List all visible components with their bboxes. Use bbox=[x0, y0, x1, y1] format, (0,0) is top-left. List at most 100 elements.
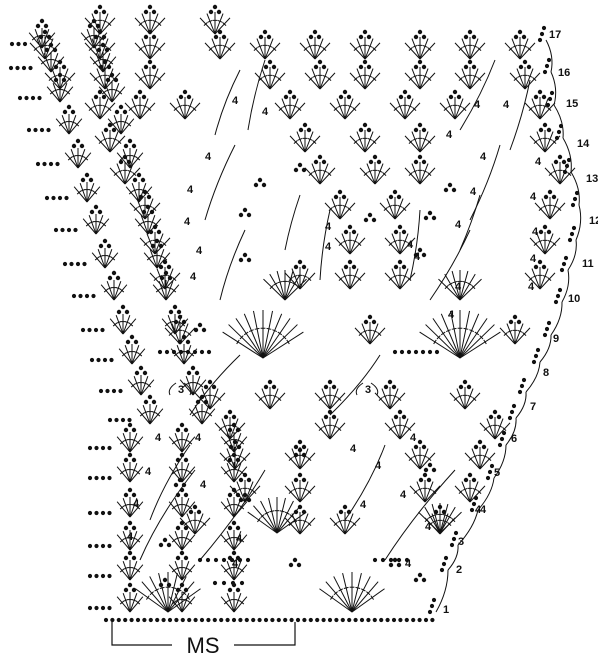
treble-stitch bbox=[130, 437, 143, 452]
picot-dot bbox=[259, 35, 263, 39]
picot-dot bbox=[468, 473, 472, 477]
picot-dot bbox=[209, 10, 213, 14]
treble-stitch bbox=[182, 565, 195, 580]
picot-dot bbox=[489, 415, 493, 419]
picot-dot bbox=[464, 65, 468, 69]
picot-dot bbox=[58, 73, 62, 77]
picot-dot bbox=[453, 90, 457, 94]
chain-arc bbox=[516, 392, 526, 418]
treble-stitch bbox=[229, 325, 263, 358]
treble-stitch bbox=[89, 215, 96, 234]
chain-stitch-dot bbox=[411, 618, 415, 622]
chain-stitch-dot bbox=[572, 226, 576, 230]
treble-stitch bbox=[460, 314, 479, 358]
chain-stitch-dot bbox=[88, 446, 92, 450]
chain-stitch-dot bbox=[567, 158, 571, 162]
chain-stitch-dot bbox=[63, 262, 67, 266]
chain-stitch-dot bbox=[198, 558, 202, 562]
picot-dot bbox=[189, 510, 193, 514]
picot-dot bbox=[224, 415, 228, 419]
treble-stitch bbox=[322, 389, 330, 409]
stitch-crossbar bbox=[267, 328, 272, 329]
treble-stitch bbox=[345, 99, 353, 119]
treble-stitch bbox=[185, 99, 193, 119]
picot-dot bbox=[124, 493, 128, 497]
picot-dot bbox=[218, 30, 222, 34]
chain-stitch-dot bbox=[264, 618, 268, 622]
chain-stitch-dot bbox=[354, 618, 358, 622]
treble-stitch bbox=[182, 597, 195, 612]
chain-stitch-dot bbox=[121, 418, 125, 422]
picot-dot bbox=[148, 60, 152, 64]
picot-dot bbox=[132, 588, 136, 592]
picot-dot bbox=[155, 239, 159, 243]
chain-stitch-dot bbox=[142, 618, 146, 622]
picot-dot bbox=[159, 543, 163, 547]
stitch-crossbar bbox=[475, 332, 479, 335]
stitch-fan bbox=[140, 232, 170, 254]
treble-stitch bbox=[412, 164, 420, 184]
stitch-fan bbox=[330, 97, 360, 119]
picot-dot bbox=[98, 30, 102, 34]
treble-stitch bbox=[357, 132, 365, 152]
stitch-crossbar bbox=[172, 587, 177, 588]
picot-dot bbox=[352, 265, 356, 269]
treble-stitch bbox=[169, 565, 182, 580]
small-stitch-fan bbox=[135, 214, 161, 234]
picot-dot bbox=[523, 60, 527, 64]
picot-dot bbox=[334, 195, 338, 199]
picot-dot bbox=[263, 30, 267, 34]
chain-stitch-dot bbox=[36, 162, 40, 166]
treble-stitch bbox=[60, 87, 73, 102]
picot-dot bbox=[176, 428, 180, 432]
row-number-15: 15 bbox=[566, 98, 578, 110]
chain-stitch-dot bbox=[33, 128, 37, 132]
treble-stitch bbox=[460, 325, 494, 358]
small-stitch-fan bbox=[117, 592, 143, 612]
chain-stitch-dot bbox=[168, 618, 172, 622]
picot-dot bbox=[294, 510, 298, 514]
picot-dot bbox=[297, 563, 301, 567]
stitch-fan bbox=[300, 37, 330, 59]
picot-dot bbox=[394, 415, 398, 419]
treble-stitch bbox=[132, 349, 145, 364]
chain-stitch-dot bbox=[518, 390, 522, 394]
stitch-fan bbox=[305, 67, 335, 89]
chain-stitch-dot bbox=[522, 378, 526, 382]
chain-count-label: 3 bbox=[178, 384, 184, 396]
row-number-9: 9 bbox=[553, 333, 559, 345]
chain-stitch-dot bbox=[444, 556, 448, 560]
treble-stitch bbox=[517, 69, 525, 89]
picot-dot bbox=[228, 428, 232, 432]
picot-dot bbox=[184, 526, 188, 530]
row-number-12: 12 bbox=[589, 215, 598, 227]
stitch-fan bbox=[220, 447, 250, 469]
treble-stitch bbox=[132, 99, 140, 119]
treble-stitch bbox=[550, 199, 558, 219]
stitch-fan bbox=[170, 97, 200, 119]
picot-dot bbox=[397, 195, 401, 199]
chain-stitch-dot bbox=[107, 544, 111, 548]
chain-count-label: 4 bbox=[480, 151, 487, 163]
picot-dot bbox=[58, 60, 62, 64]
picot-dot bbox=[472, 65, 476, 69]
treble-stitch bbox=[177, 345, 184, 364]
picot-dot bbox=[367, 128, 371, 132]
chain-stitch-dot bbox=[389, 558, 393, 562]
picot-dot bbox=[538, 90, 542, 94]
picot-dot bbox=[176, 526, 180, 530]
picot-dot bbox=[167, 543, 171, 547]
treble-stitch bbox=[392, 269, 400, 289]
picot-dot bbox=[180, 453, 184, 457]
picot-dot bbox=[184, 458, 188, 462]
stitch-fan bbox=[285, 267, 315, 289]
treble-stitch bbox=[420, 449, 428, 469]
picot-dot bbox=[474, 445, 478, 449]
chain-count-label: 4 bbox=[262, 106, 269, 118]
chain-stitch-dot bbox=[486, 476, 490, 480]
chain-stitch-dot bbox=[542, 26, 546, 30]
chain-stitch-dot bbox=[194, 618, 198, 622]
picot-dot bbox=[163, 260, 167, 264]
picot-dot bbox=[187, 371, 191, 375]
chain-stitch-dot bbox=[562, 262, 566, 266]
